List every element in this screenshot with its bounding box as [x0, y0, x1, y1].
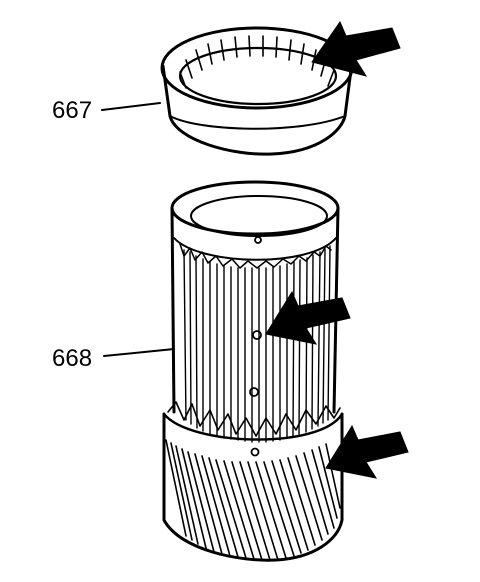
- callout-668: 668: [52, 345, 175, 372]
- sleeve-oil-holes: [249, 236, 262, 457]
- arrow-gear-teeth: [325, 424, 409, 479]
- sleeve-splines: [183, 245, 331, 443]
- callout-label-668: 668: [52, 345, 92, 372]
- callout-667: 667: [52, 97, 161, 124]
- leader-line-667: [101, 102, 161, 111]
- arrow-ring-splines: [311, 20, 401, 77]
- arrow-sleeve-oil-holes: [265, 290, 351, 345]
- gear-668: [162, 180, 344, 562]
- ring-inner-splines: [179, 35, 335, 89]
- callout-label-667: 667: [52, 97, 92, 124]
- helical-gear-teeth: [163, 439, 341, 562]
- leader-line-668: [103, 348, 175, 357]
- ring-667: [160, 26, 354, 156]
